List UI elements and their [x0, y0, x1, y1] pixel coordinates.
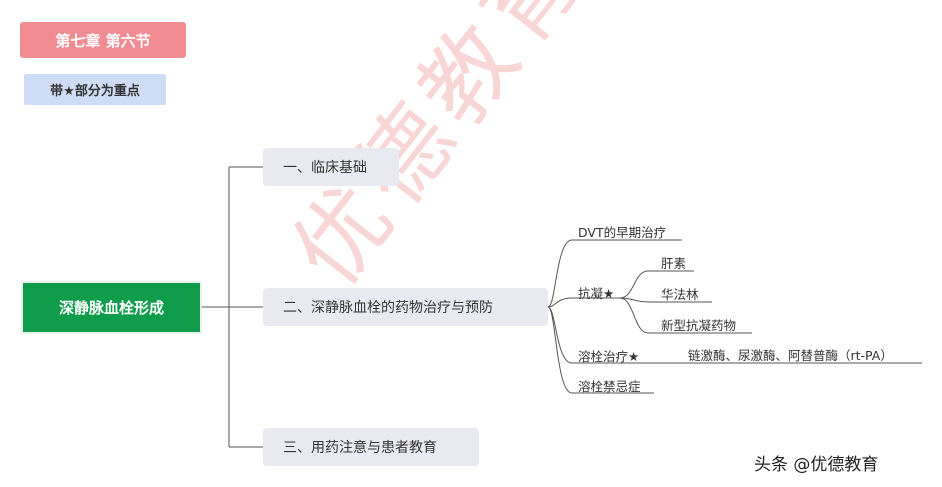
branch-drug-treatment[interactable]: 二、深静脉血栓的药物治疗与预防: [263, 288, 548, 326]
chapter-tag: 第七章 第六节: [20, 22, 186, 58]
node-thrombolysis[interactable]: 溶栓治疗★: [578, 349, 640, 364]
node-thrombolysis-contraindications[interactable]: 溶栓禁忌症: [578, 379, 641, 394]
key-point-note: 带★部分为重点: [24, 74, 166, 105]
branch-patient-education[interactable]: 三、用药注意与患者教育: [263, 428, 479, 466]
root-node[interactable]: 深静脉血栓形成: [23, 283, 200, 332]
node-warfarin[interactable]: 华法林: [661, 287, 699, 302]
node-novel-anticoagulants[interactable]: 新型抗凝药物: [661, 318, 737, 333]
node-early-treatment[interactable]: DVT的早期治疗: [578, 225, 667, 240]
branch-clinical-basis[interactable]: 一、临床基础: [263, 148, 399, 186]
node-heparin[interactable]: 肝素: [661, 256, 687, 271]
node-anticoagulation[interactable]: 抗凝★: [578, 286, 615, 301]
node-thrombolytic-drugs[interactable]: 链激酶、尿激酶、阿替普酶（rt-PA）: [688, 348, 893, 363]
author-signature: 头条 @优德教育: [754, 455, 879, 475]
